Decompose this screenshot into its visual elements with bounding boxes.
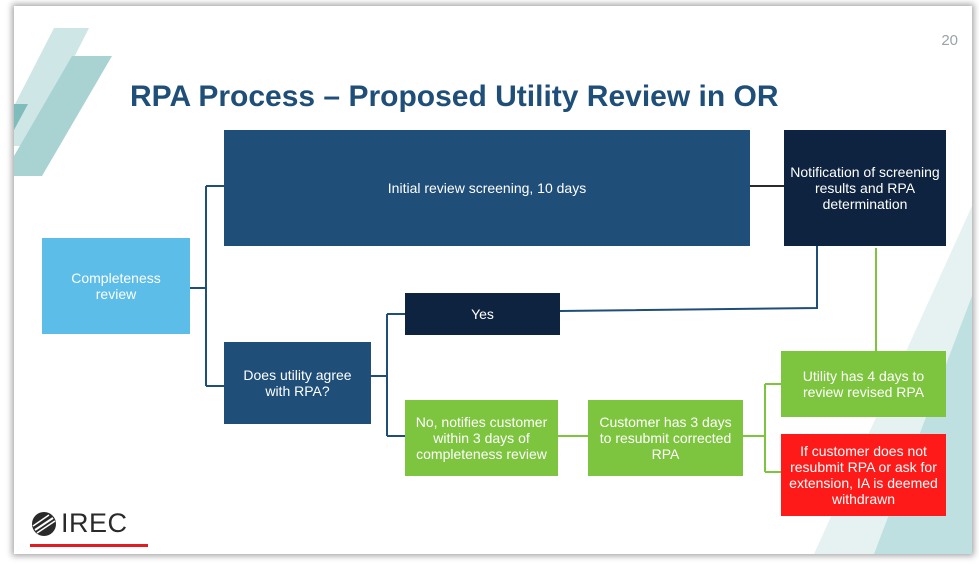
irec-logo-text: IREC: [61, 508, 128, 538]
irec-logo-underline: [30, 544, 148, 547]
irec-logo-icon: [32, 511, 56, 536]
no-notifies-customer-node: No, notifies customer within 3 days of c…: [405, 400, 558, 476]
withdrawn-label: If customer does not resubmit RPA or ask…: [789, 442, 938, 508]
slide-title: RPA Process – Proposed Utility Review in…: [130, 80, 779, 113]
slide-number: 20: [941, 32, 958, 49]
utility-review-label: Utility has 4 days to review revised RPA: [802, 367, 925, 400]
utility-review-node: Utility has 4 days to review revised RPA: [781, 351, 946, 417]
completeness-review-node: Completeness review: [42, 238, 190, 334]
connector-lines: [190, 185, 877, 473]
initial-review-label: Initial review screening, 10 days: [387, 179, 587, 196]
no-notifies-customer-label: No, notifies customer within 3 days of c…: [415, 413, 548, 463]
slide: 20 RPA Process – Proposed Utility Review…: [14, 6, 972, 554]
yes-node: Yes: [405, 293, 560, 335]
completeness-review-label: Completeness review: [71, 269, 161, 302]
customer-resubmit-node: Customer has 3 days to resubmit correcte…: [588, 400, 743, 476]
yes-label: Yes: [471, 305, 494, 322]
withdrawn-node: If customer does not resubmit RPA or ask…: [781, 434, 946, 516]
notification-node: Notification of screening results and RP…: [784, 130, 946, 246]
irec-logo: IREC: [30, 508, 148, 547]
customer-resubmit-label: Customer has 3 days to resubmit correcte…: [599, 413, 732, 463]
initial-review-node: Initial review screening, 10 days: [224, 130, 750, 246]
notification-label: Notification of screening results and RP…: [790, 163, 940, 213]
utility-agree-question-node: Does utility agree with RPA?: [224, 342, 371, 424]
utility-agree-question-label: Does utility agree with RPA?: [243, 366, 352, 399]
